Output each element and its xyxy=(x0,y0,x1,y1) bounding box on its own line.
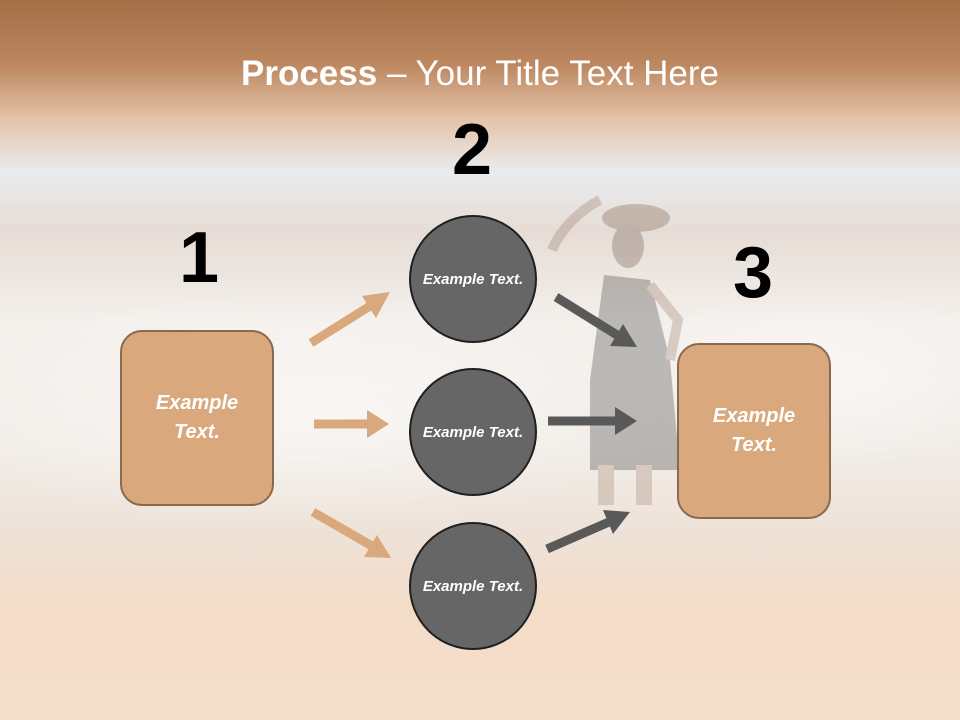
middle-circle-top-text: Example Text. xyxy=(422,270,524,288)
step-1-box: Example Text. xyxy=(120,330,274,506)
step-number-1: 1 xyxy=(178,218,220,298)
step-number-2: 2 xyxy=(451,110,493,190)
middle-circle-bottom-text: Example Text. xyxy=(422,577,524,595)
arrow-1-to-top xyxy=(308,292,390,347)
arrow-1-to-center xyxy=(314,410,389,438)
middle-circle-center: Example Text. xyxy=(409,368,537,496)
step-3-box: Example Text. xyxy=(677,343,831,519)
title-rest: – Your Title Text Here xyxy=(377,54,719,93)
arrow-center-to-3 xyxy=(548,407,637,435)
arrow-1-to-bottom xyxy=(310,508,391,558)
middle-circle-top: Example Text. xyxy=(409,215,537,343)
arrow-top-to-3 xyxy=(553,293,637,347)
step-3-text: Example Text. xyxy=(712,405,796,456)
title-bold: Process xyxy=(241,54,378,93)
step-number-3: 3 xyxy=(732,233,774,313)
step-1-text: Example Text. xyxy=(155,392,239,443)
middle-circle-center-text: Example Text. xyxy=(422,423,524,441)
slide-title: Process – Your Title Text Here xyxy=(0,52,960,96)
arrow-bottom-to-3 xyxy=(545,510,630,554)
middle-circle-bottom: Example Text. xyxy=(409,522,537,650)
